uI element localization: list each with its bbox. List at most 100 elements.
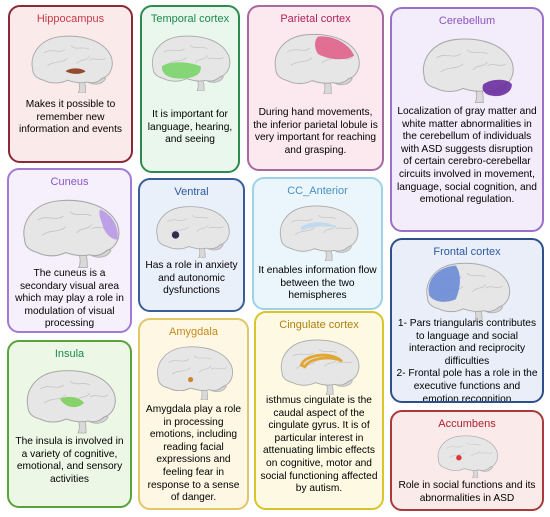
brain-gyrus <box>69 380 90 386</box>
brain-image <box>156 346 233 400</box>
brain-gyrus <box>193 355 211 360</box>
card-title: Frontal cortex <box>433 246 501 258</box>
highlighted-region <box>98 209 118 240</box>
brain-outline <box>31 35 113 84</box>
card-parietal-cortex: Parietal cortex During hand movements, t… <box>247 5 384 171</box>
brain-outline <box>437 435 498 471</box>
highlighted-region <box>59 396 84 408</box>
brain-gyrus <box>169 226 189 234</box>
highlighted-region <box>299 222 337 231</box>
brain-gyrus <box>70 45 89 50</box>
brain-gyrus <box>318 348 337 353</box>
brain-gyrus <box>75 56 90 65</box>
brain-gyrus <box>334 227 352 230</box>
brain-gyrus <box>480 452 493 454</box>
brain-gyrus <box>39 384 64 390</box>
card-cuneus: Cuneus The cuneus is a secondary visual … <box>7 168 132 333</box>
brain-gyrus <box>191 214 209 219</box>
brain-gyrus <box>466 442 481 446</box>
brain-gyrus <box>75 224 92 234</box>
card-hippocampus: Hippocampus Makes it possible to remembe… <box>8 5 133 163</box>
brain-image <box>151 35 231 91</box>
brain-outline <box>280 339 360 386</box>
highlighted-region <box>314 36 354 60</box>
brain-gyrus <box>336 361 353 364</box>
card-title: Insula <box>54 348 85 360</box>
card-title: Parietal cortex <box>280 13 351 25</box>
brain-gyrus <box>167 358 189 363</box>
brain-outline <box>279 205 358 252</box>
highlighted-region <box>299 353 343 369</box>
card-title: Hippocampus <box>36 13 105 25</box>
brain-gyrus <box>46 58 68 66</box>
brain-gyrus <box>487 63 506 67</box>
brain-gyrus <box>210 367 227 370</box>
card-accumbens: Accumbens Role in social functions and i… <box>390 410 544 511</box>
brain-gyrus <box>89 394 108 398</box>
brain-gyrus <box>436 53 462 59</box>
brain-image <box>155 206 230 258</box>
brain-gyrus <box>470 450 481 457</box>
brain-image <box>274 33 360 94</box>
brain-image <box>422 38 514 103</box>
card-insula: Insula The insula is involved in a varie… <box>7 340 132 508</box>
brain-gyrus <box>317 214 336 219</box>
highlighted-region <box>187 376 193 383</box>
card-title: Temporal cortex <box>150 13 230 25</box>
brain-image <box>31 35 113 93</box>
brain-gyrus <box>292 352 314 357</box>
card-title: CC_Anterior <box>287 185 348 197</box>
brain-gyrus <box>88 58 106 61</box>
card-description: Amygdala play a role in processing emoti… <box>145 404 242 504</box>
brain-image <box>279 205 358 261</box>
brain-gyrus <box>69 211 92 217</box>
brain-outline <box>156 346 233 392</box>
card-description: Localization of gray matter and white ma… <box>397 106 537 206</box>
brain-gyrus <box>294 227 315 235</box>
card-description: Role in social functions and its abnorma… <box>398 480 536 504</box>
card-cerebellum: Cerebellum Localization of gray matter a… <box>390 7 544 232</box>
brain-gyrus <box>466 272 486 278</box>
card-description: 1- Pars triangularis contributes to lang… <box>396 318 538 403</box>
brain-gyrus <box>440 63 464 73</box>
brain-gyrus <box>198 365 211 373</box>
card-title: Amygdala <box>169 326 218 338</box>
brain-gyrus <box>207 57 224 60</box>
highlighted-region <box>171 231 179 239</box>
highlighted-region <box>482 79 512 97</box>
card-description: isthmus cingulate is the caudal aspect o… <box>260 395 378 495</box>
brain-image <box>22 199 119 268</box>
highlighted-region <box>456 455 462 461</box>
brain-image <box>426 262 511 322</box>
brain-gyrus <box>449 452 465 458</box>
brain-gyrus <box>189 44 208 49</box>
highlighted-region <box>428 265 460 302</box>
card-title: Accumbens <box>438 418 496 430</box>
card-frontal-cortex: Frontal cortex 1- Pars triangularis cont… <box>390 238 544 403</box>
card-title: Ventral <box>174 186 209 198</box>
brain-image <box>280 339 360 395</box>
card-title: Cerebellum <box>438 15 496 27</box>
brain-gyrus <box>324 359 337 367</box>
card-ventral: Ventral Has a role in anxiety and autono… <box>138 178 245 312</box>
brain-gyrus <box>290 218 313 223</box>
brain-image <box>437 435 498 478</box>
brain-gyrus <box>36 215 64 221</box>
brain-gyrus <box>171 367 191 375</box>
brain-gyrus <box>472 61 488 71</box>
brain-outline <box>22 199 119 257</box>
brain-gyrus <box>194 55 208 63</box>
card-description: The insula is involved in a variety of c… <box>15 436 124 485</box>
card-cc-anterior: CC_Anterior It enables information flow … <box>252 177 383 310</box>
brain-gyrus <box>290 57 312 66</box>
brain-gyrus <box>466 49 488 55</box>
brain-gyrus <box>472 284 487 293</box>
card-description: Makes it possible to remember new inform… <box>18 99 123 136</box>
card-amygdala: Amygdala Amygdala play a role in process… <box>138 318 249 510</box>
highlighted-region <box>65 68 86 74</box>
card-title: Cuneus <box>50 176 89 188</box>
card-description: Has a role in anxiety and autonomic dysf… <box>145 260 238 297</box>
card-description: During hand movements, the inferior pari… <box>253 107 378 156</box>
brain-gyrus <box>196 224 209 232</box>
brain-gyrus <box>446 445 464 449</box>
